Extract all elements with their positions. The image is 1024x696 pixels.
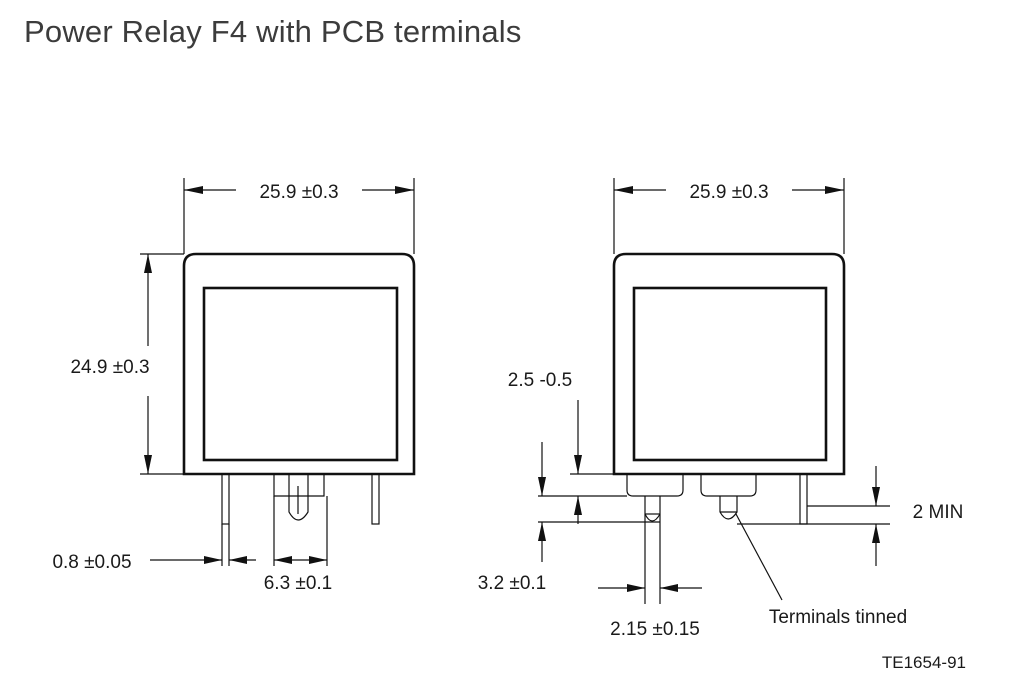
tinned-note-label: Terminals tinned: [769, 607, 907, 628]
right-pin: [799, 473, 808, 525]
right-width-label: 25.9 ±0.3: [689, 182, 768, 203]
page-title: Power Relay F4 with PCB terminals: [24, 14, 522, 49]
left-pin-spacing-arrow-left: [274, 556, 292, 564]
pin-length-arrow-bottom: [538, 522, 546, 541]
right-foot-left: [626, 474, 684, 497]
right-relay-body: [612, 252, 846, 476]
left-pin-left: [221, 473, 230, 525]
left-pin-thick-arrow-right: [229, 556, 247, 564]
left-width-arrow-left: [184, 186, 203, 194]
left-height-label: 24.9 ±0.3: [70, 357, 149, 378]
left-pin-right: [371, 473, 380, 525]
right-terminal-tip-right: [719, 496, 738, 520]
left-width-arrow-right: [395, 186, 414, 194]
right-width-arrow-right: [825, 186, 844, 194]
min-arrow-bottom: [872, 524, 880, 543]
left-view: 25.9 ±0.3 24.9 ±0.3 0.8 ±0.05 6.3 ±0.1: [52, 178, 416, 594]
reference-code: TE1654-91: [882, 653, 966, 672]
right-relay-window: [632, 286, 828, 462]
standoff-label: 2.5 -0.5: [508, 370, 572, 391]
left-relay-body: [182, 252, 416, 476]
right-foot-right: [700, 474, 757, 497]
left-pin-thick-arrow-left: [204, 556, 222, 564]
standoff-arrow-bottom: [574, 496, 582, 515]
pin-width-arrow-right: [660, 584, 678, 592]
left-center-pin: [288, 474, 309, 521]
left-pin-spacing-arrow-right: [309, 556, 327, 564]
standoff-arrow-top: [574, 455, 582, 474]
pin-length-label: 3.2 ±0.1: [478, 573, 547, 594]
right-width-arrow-left: [614, 186, 633, 194]
left-pin-thickness-label: 0.8 ±0.05: [52, 552, 131, 573]
left-pin-spacing-label: 6.3 ±0.1: [264, 573, 333, 594]
tinned-leader-line: [735, 513, 783, 601]
min-arrow-top: [872, 487, 880, 506]
left-width-label: 25.9 ±0.3: [259, 182, 338, 203]
right-view: 25.9 ±0.3 2.5 -0.5 3.2 ±0.1 2.15 ±0.15 2…: [478, 178, 964, 640]
pin-width-arrow-left: [627, 584, 645, 592]
min-length-label: 2 MIN: [913, 502, 964, 523]
left-center-base: [273, 474, 325, 497]
left-height-arrow-top: [144, 254, 152, 273]
right-terminal-tip-left: [644, 496, 661, 522]
left-relay-window: [202, 286, 399, 462]
pin-length-arrow-top: [538, 477, 546, 496]
pin-width-label: 2.15 ±0.15: [610, 619, 700, 640]
left-height-arrow-bottom: [144, 455, 152, 474]
